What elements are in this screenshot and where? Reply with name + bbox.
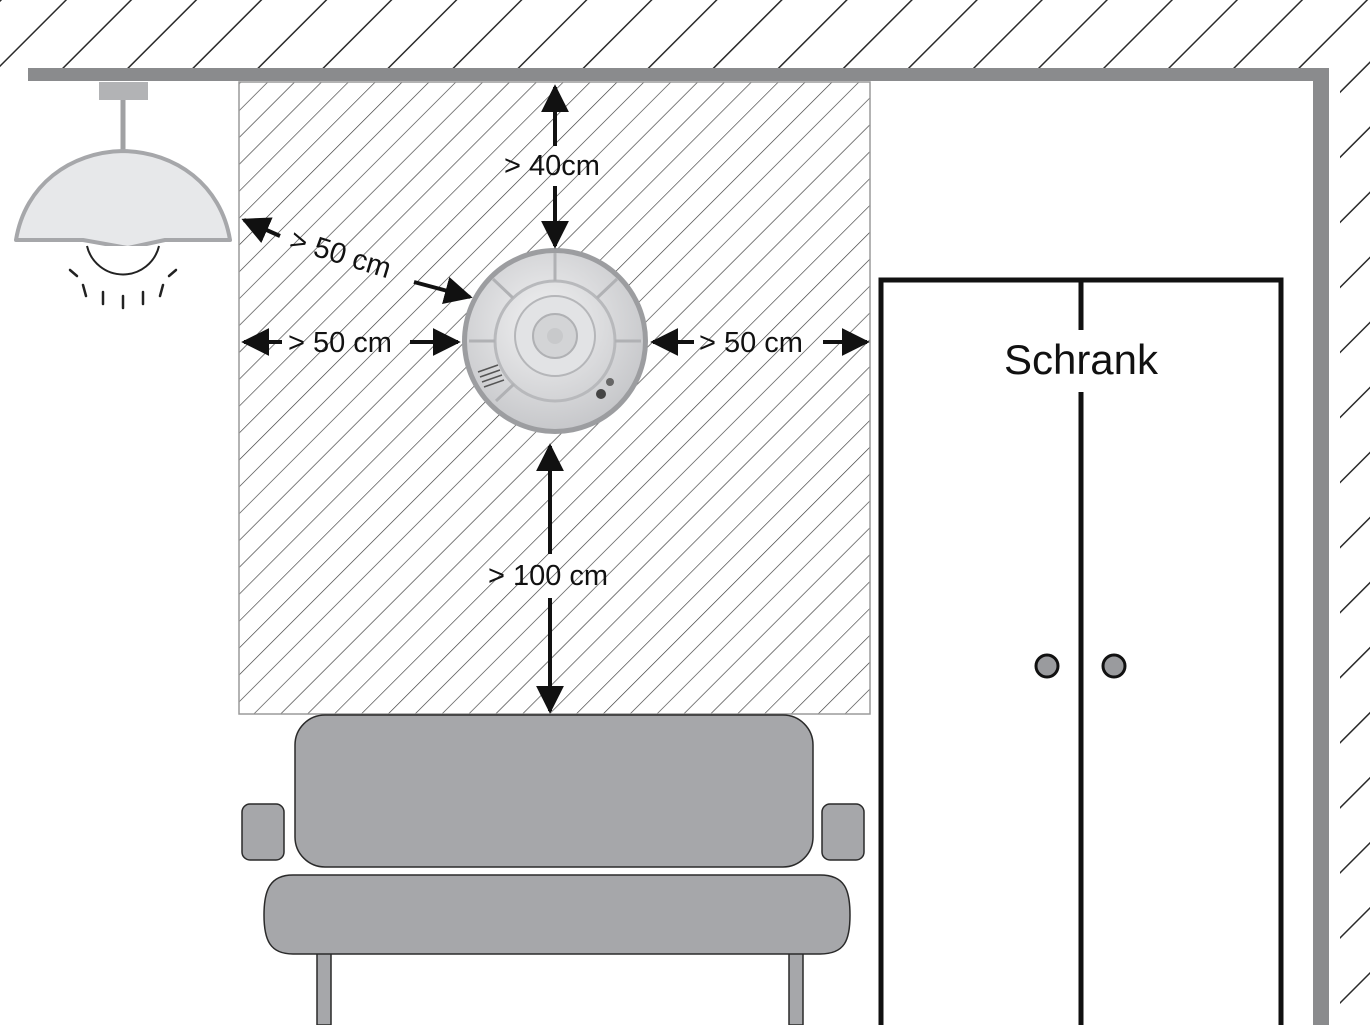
left-door-knob [1034,653,1060,679]
smoke-detector-icon [462,248,648,434]
dimension-lines [241,84,870,714]
lamp-clearance-arrow [241,217,281,244]
bottom-clearance-label: > 100 cm [488,560,608,592]
sofa-icon [241,714,865,1025]
right-door-knob [1101,653,1127,679]
right-clearance-label: > 50 cm [699,327,803,359]
cabinet-label: Schrank [1004,336,1159,383]
wardrobe-icon [878,277,1284,1025]
right-wall [1313,68,1370,1025]
left-clearance-label: > 50 cm [288,327,392,359]
top-clearance-label: > 40cm [504,150,600,182]
ceiling-lamp-icon [14,82,232,310]
ceiling [0,0,1370,81]
